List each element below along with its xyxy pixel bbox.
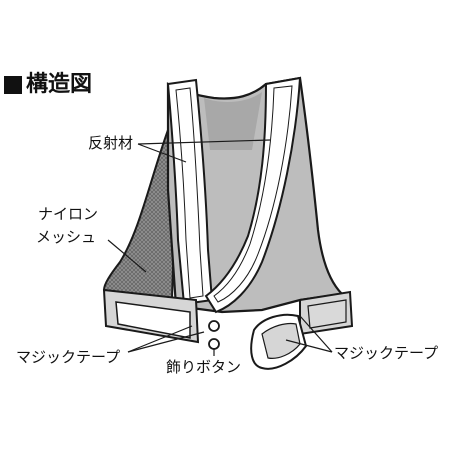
leader-reflective-2 <box>137 139 271 145</box>
label-magic-tape-right: マジックテープ <box>334 344 439 362</box>
leader-nylon-mesh <box>107 239 147 273</box>
diagram-title: 構造図 <box>4 72 92 98</box>
decorative-button-top <box>208 320 220 332</box>
mesh-side-panel <box>102 129 178 300</box>
leader-magic-left-1 <box>127 325 193 353</box>
label-decorative-button: 飾りボタン <box>166 358 242 376</box>
leader-reflective-1 <box>137 143 187 163</box>
leader-magic-right-1 <box>285 339 333 353</box>
reflective-strap-right-inner <box>213 85 293 303</box>
decorative-button-bottom <box>208 338 220 350</box>
reflective-strap-left-inner <box>175 87 204 299</box>
vest-inner-back <box>204 92 262 150</box>
label-nylon-line1: ナイロン <box>38 205 99 223</box>
label-nylon-line2: メッシュ <box>36 228 97 246</box>
magic-tape-right <box>307 299 347 329</box>
magic-tape-left <box>115 301 191 339</box>
diagram-title-text: 構造図 <box>26 72 93 97</box>
title-square-icon <box>4 76 22 95</box>
label-reflective-material: 反射材 <box>88 134 134 152</box>
leader-magic-right-2 <box>299 315 333 353</box>
label-magic-tape-left: マジックテープ <box>16 348 121 366</box>
leader-magic-left-2 <box>127 331 205 353</box>
